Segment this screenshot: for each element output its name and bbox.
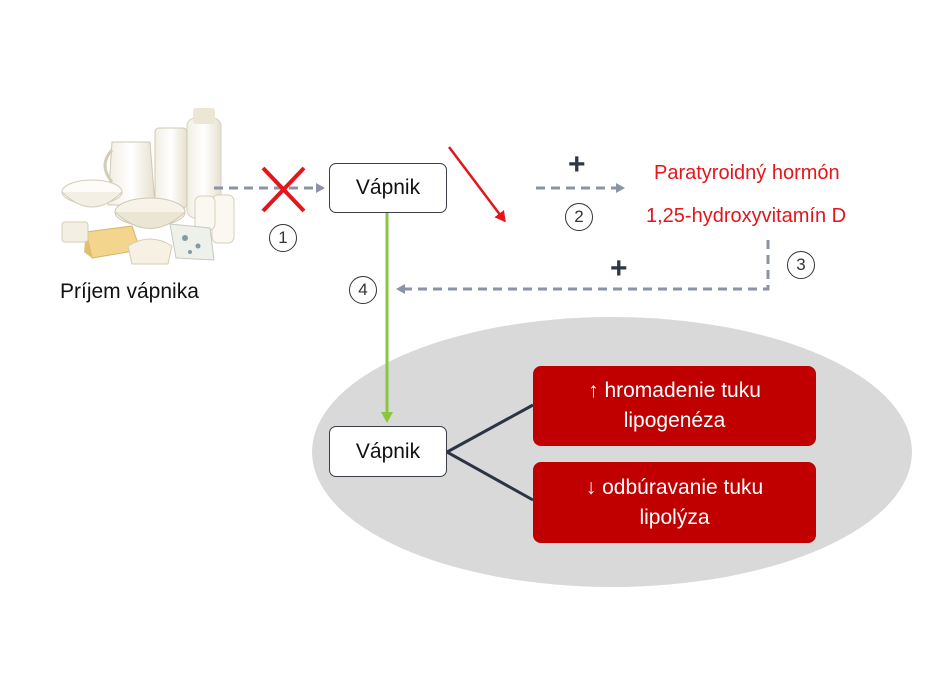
arrow-up-icon: ↑	[588, 379, 599, 402]
pth-label: Paratyroidný hormón	[654, 162, 840, 184]
plus-sign-lower: +	[610, 252, 628, 285]
branch-lines	[443, 403, 534, 502]
arrow-hormones-feedback	[396, 240, 770, 294]
plus-sign-upper: +	[568, 148, 586, 181]
calcium-box-bottom: Vápnik	[329, 426, 447, 477]
effect-lipolysis-subtitle: lipolýza	[639, 505, 710, 529]
decrease-arrow-icon	[448, 146, 506, 223]
effect-box-lipogenesis: ↑ hromadenie tuku lipogenéza	[533, 366, 816, 446]
step-4-badge: 4	[349, 276, 377, 304]
effect-box-lipolysis: ↓ odbúravanie tuku lipolýza	[533, 462, 816, 543]
effect-lipogenesis-subtitle: lipogenéza	[623, 409, 726, 432]
vitamin-d-label: 1,25-hydroxyvitamín D	[646, 205, 847, 227]
step-1-badge: 1	[269, 224, 297, 252]
effect-lipogenesis-title: hromadenie tuku	[604, 379, 761, 402]
blocked-cross-icon	[261, 166, 306, 213]
calcium-box-top: Vápnik	[329, 163, 447, 213]
effect-lipolysis-line1: ↓ odbúravanie tuku	[586, 473, 763, 503]
step-2-badge: 2	[565, 203, 593, 231]
effect-lipogenesis-line1: ↑ hromadenie tuku	[588, 376, 761, 406]
step-3-badge: 3	[787, 251, 815, 279]
intake-label: Príjem vápnika	[60, 280, 199, 303]
effect-lipolysis-title: odbúravanie tuku	[602, 475, 764, 499]
dairy-products-image	[56, 108, 240, 274]
arrow-down-icon: ↓	[585, 475, 597, 499]
